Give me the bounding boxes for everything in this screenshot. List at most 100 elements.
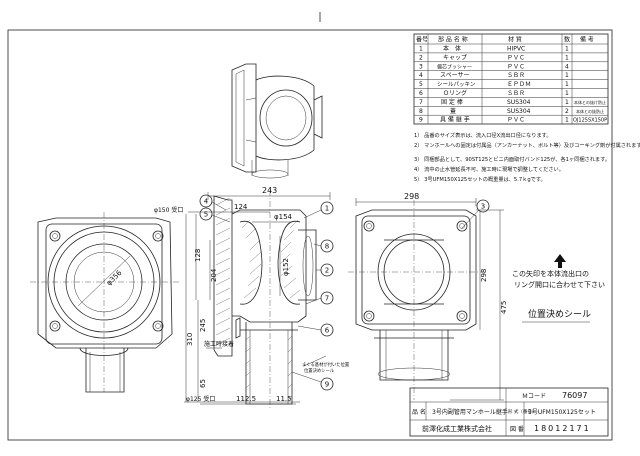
m-code-label: Ｍコード — [522, 393, 546, 400]
note-5: 5） 3号UFM150X125セットの概重量は、5.7ｋgです。 — [414, 175, 546, 183]
model: 3号UFM150X125セット — [528, 409, 596, 416]
dim-bottom-left: 112.5 — [236, 395, 256, 403]
drawing-no-label: 図 番 — [510, 426, 524, 433]
arrow-note-2: リング開口に合わせて下さい — [514, 280, 605, 289]
svg-text:8: 8 — [419, 108, 423, 115]
svg-text:1: 1 — [565, 81, 569, 88]
svg-text:本体との抜防止: 本体との抜防止 — [576, 108, 604, 114]
sealant-note-2: 位置決めシール — [304, 367, 335, 374]
svg-text:4: 4 — [565, 63, 569, 70]
svg-text:2: 2 — [419, 54, 423, 61]
callout-4: 4 — [199, 194, 227, 211]
callouts: 4 5 1 8 2 7 6 — [199, 194, 490, 391]
svg-text:2: 2 — [325, 267, 329, 275]
svg-text:偏芯ブッシャー: 偏芯ブッシャー — [437, 63, 472, 70]
name-label: 品 名 — [412, 408, 426, 416]
callout-5: 5 — [199, 207, 231, 223]
svg-text:キャップ: キャップ — [443, 54, 467, 61]
title-block: Ｍコード 76097 品 名 3号内副管用マンホール継手 形 式（番号） 3号U… — [409, 387, 609, 437]
svg-text:3: 3 — [419, 63, 423, 70]
svg-text:HIPVC: HIPVC — [507, 46, 525, 53]
note-1: 1） 品番のサイズ表示は、流入口径X流出口径になります。 — [414, 131, 552, 139]
svg-text:具 備 継 手: 具 備 継 手 — [440, 116, 470, 124]
callout-6: 6 — [297, 323, 334, 337]
dim-bottom-right: 11.5 — [276, 395, 292, 403]
svg-text:蓋: 蓋 — [450, 107, 456, 115]
dim-outlet-dia: φ150 受口 — [154, 206, 183, 214]
table-row: 7 固 定 棒 SUS304 1 本体との抜け防止 — [419, 98, 606, 106]
callout-7: 7 — [305, 291, 334, 305]
table-row: 8 蓋 SUS304 2 本体との抜防止 — [419, 107, 604, 115]
svg-text:1: 1 — [565, 72, 569, 79]
table-header-qty: 数 — [564, 36, 570, 44]
dim-overall-width: 243 — [262, 186, 277, 195]
sheet-border — [7, 29, 613, 441]
svg-text:7: 7 — [419, 99, 423, 106]
dim-upper-width: 124 — [234, 203, 248, 211]
svg-text:ＥＰＤＭ: ＥＰＤＭ — [507, 81, 531, 88]
dim-h204: 204 — [210, 268, 218, 282]
table-header-note: 備 考 — [580, 36, 594, 44]
m-code: 76097 — [562, 391, 587, 400]
svg-text:ＰＶＣ: ＰＶＣ — [507, 117, 525, 124]
dim-h65: 65 — [199, 379, 207, 388]
svg-text:SUS304: SUS304 — [507, 99, 531, 106]
table-header-name: 部 品 名 称 — [438, 36, 468, 44]
callout-9: 9 — [291, 371, 334, 391]
svg-text:1: 1 — [565, 117, 569, 124]
left-view: φ356 — [30, 212, 180, 393]
perspective-view — [231, 63, 323, 179]
svg-text:ＰＶＣ: ＰＶＣ — [507, 63, 525, 70]
callout-3-right: 3 — [461, 199, 490, 229]
svg-text:6: 6 — [325, 327, 330, 335]
table-header-material: 材 質 — [508, 36, 522, 44]
table-row: 3 偏芯ブッシャー ＰＶＣ 4 — [419, 63, 569, 70]
svg-text:ＳＢＲ: ＳＢＲ — [507, 72, 525, 79]
svg-text:1: 1 — [325, 205, 329, 213]
svg-text:本体との抜け防止: 本体との抜け防止 — [574, 99, 606, 105]
svg-text:9: 9 — [325, 381, 329, 389]
svg-text:5: 5 — [204, 211, 208, 219]
svg-text:SUS304: SUS304 — [507, 108, 531, 115]
table-row: 5 シールパッキン ＥＰＤＭ 1 — [419, 81, 569, 88]
svg-text:ＳＢＲ: ＳＢＲ — [507, 90, 525, 97]
dim-right-width: 298 — [404, 192, 419, 201]
drawing-no: 18012171 — [534, 424, 591, 433]
svg-text:1: 1 — [565, 99, 569, 106]
svg-text:固 定 棒: 固 定 棒 — [441, 98, 463, 106]
note-4: 4） 流中の止水管延長不可、施工時に現場で調整してください。 — [414, 165, 564, 173]
callout-8: 8 — [313, 239, 334, 253]
svg-text:6: 6 — [419, 90, 423, 97]
svg-text:スペーサー: スペーサー — [440, 72, 469, 79]
dim-phi152: φ152 — [282, 258, 290, 276]
callout-1: 1 — [303, 201, 334, 219]
company-name: 前澤化成工業株式会社 — [422, 424, 492, 433]
svg-text:8: 8 — [325, 243, 329, 251]
svg-text:Ｏリング: Ｏリング — [443, 89, 467, 97]
weld-label: 施工時接着 — [204, 340, 234, 348]
right-view: 298 298 475 この矢印を本体流出口の リング開口に合わせて下さい 位置… — [348, 192, 605, 401]
table-row: 4 スペーサー ＳＢＲ 1 — [419, 72, 569, 79]
dim-right-height: 298 — [480, 269, 488, 282]
svg-text:5: 5 — [419, 81, 423, 88]
svg-text:4: 4 — [204, 198, 209, 206]
note-3: 3） 同梱部品として、90ST125とビニ内面取付バンド125が、各1ヶ同梱され… — [414, 155, 610, 163]
parts-table: 番号 部 品 名 称 材 質 数 備 考 1 本 体 HIPVC 1 2 キャッ… — [413, 33, 609, 125]
svg-text:7: 7 — [325, 295, 329, 303]
alignment-arrow-icon — [554, 254, 566, 268]
dim-h128: 128 — [194, 249, 202, 262]
svg-text:2: 2 — [565, 108, 569, 115]
callout-2: 2 — [316, 263, 334, 277]
dim-right-total: 475 — [500, 301, 508, 314]
position-seal-label: 位置決めシール — [528, 308, 591, 320]
svg-text:3: 3 — [481, 203, 485, 211]
arrow-note-1: この矢印を本体流出口の — [512, 269, 589, 278]
table-header-no: 番号 — [416, 37, 428, 44]
notes: 1） 品番のサイズ表示は、流入口径X流出口径になります。 2） マンホールへの固… — [414, 131, 640, 183]
svg-text:1: 1 — [565, 46, 569, 53]
svg-text:1: 1 — [565, 54, 569, 61]
svg-text:4: 4 — [419, 72, 423, 79]
sealant-note-1: まくる基材が付いた位置 — [302, 361, 350, 368]
table-row: 6 Ｏリング ＳＢＲ 1 — [419, 89, 569, 97]
